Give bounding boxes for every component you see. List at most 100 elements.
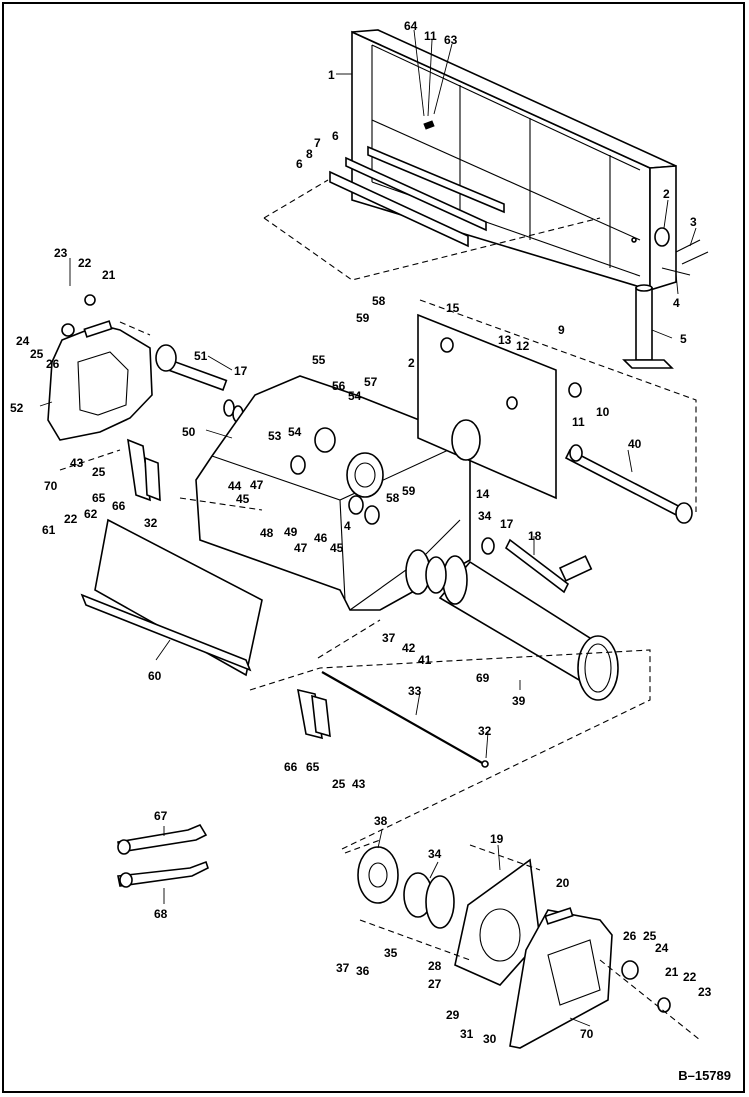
callout-47b: 47	[294, 541, 308, 555]
callout-20: 20	[556, 876, 570, 890]
left-side-panel	[47, 294, 153, 441]
callout-60: 60	[148, 669, 162, 683]
callout-25b: 25	[92, 465, 106, 479]
callout-67: 67	[154, 809, 168, 823]
cylinder-40	[564, 444, 693, 524]
callout-25c: 25	[332, 777, 346, 791]
callout-40: 40	[628, 437, 642, 451]
callout-70b: 70	[580, 1027, 594, 1041]
callout-18: 18	[528, 529, 542, 543]
callout-25: 25	[30, 347, 44, 361]
callout-9: 9	[558, 323, 565, 337]
callout-11: 11	[424, 29, 437, 43]
callout-36: 36	[356, 964, 370, 978]
callout-2b: 2	[408, 356, 415, 370]
callout-68: 68	[154, 907, 168, 921]
shaft-51	[155, 344, 244, 423]
callout-8: 8	[306, 147, 313, 161]
callout-58: 58	[372, 294, 386, 308]
callout-55: 55	[312, 353, 326, 367]
callout-45: 45	[236, 492, 250, 506]
drive-plate	[417, 313, 582, 500]
callout-70: 70	[44, 479, 58, 493]
callout-45b: 45	[330, 541, 344, 555]
callout-54b: 54	[348, 389, 362, 403]
callout-64: 64	[404, 19, 418, 33]
callout-30: 30	[483, 1032, 497, 1046]
callout-13: 13	[498, 333, 512, 347]
callout-49: 49	[284, 525, 298, 539]
assembly-dashed-lines	[59, 179, 701, 1041]
tools	[117, 823, 209, 888]
callout-66: 66	[112, 499, 126, 513]
callout-57: 57	[364, 375, 378, 389]
callout-48: 48	[260, 526, 274, 540]
motor-hub-top	[405, 537, 593, 595]
wear-strips	[329, 120, 505, 248]
callout-47: 47	[250, 478, 264, 492]
callout-22b: 22	[64, 512, 78, 526]
callout-22: 22	[78, 256, 92, 270]
callout-4b: 4	[344, 519, 351, 533]
callout-14: 14	[476, 487, 490, 501]
callout-28: 28	[428, 959, 442, 973]
callout-17a: 17	[234, 364, 248, 378]
callout-23: 23	[54, 246, 68, 260]
callout-24b: 24	[655, 941, 669, 955]
bracket-lower	[296, 688, 331, 740]
callout-54: 54	[288, 425, 302, 439]
callout-52: 52	[10, 401, 24, 415]
callout-1: 1	[328, 68, 335, 82]
callout-6a: 6	[332, 129, 339, 143]
callout-29: 29	[446, 1008, 460, 1022]
callout-50: 50	[182, 425, 196, 439]
callout-24: 24	[16, 334, 30, 348]
callout-58b: 58	[386, 491, 400, 505]
callout-46: 46	[314, 531, 328, 545]
callout-39: 39	[512, 694, 526, 708]
bracket-upper	[127, 438, 161, 502]
callout-27: 27	[428, 977, 442, 991]
bottom-assembly	[357, 846, 671, 1049]
callout-5: 5	[680, 332, 687, 346]
callout-21b: 21	[665, 965, 679, 979]
callout-41: 41	[418, 653, 432, 667]
stand-parts	[622, 227, 709, 369]
callout-43: 43	[70, 456, 84, 470]
callout-65b: 65	[306, 760, 320, 774]
callout-59b: 59	[402, 484, 416, 498]
callout-17b: 17	[500, 517, 514, 531]
callout-35: 35	[384, 946, 398, 960]
callout-62: 62	[84, 507, 98, 521]
callout-2: 2	[663, 187, 670, 201]
callout-69: 69	[476, 671, 490, 685]
callout-38: 38	[374, 814, 388, 828]
callout-26: 26	[46, 357, 60, 371]
callout-10: 10	[596, 405, 610, 419]
callout-19: 19	[490, 832, 504, 846]
callout-25d: 25	[643, 929, 657, 943]
document-id: B–15789	[678, 1068, 731, 1083]
callout-21: 21	[102, 268, 116, 282]
callout-12: 12	[516, 339, 530, 353]
callout-7: 7	[314, 136, 321, 150]
callout-23b: 23	[698, 985, 712, 999]
callout-15: 15	[446, 301, 460, 315]
callout-3: 3	[690, 215, 697, 229]
callout-56: 56	[332, 379, 346, 393]
callout-33: 33	[408, 684, 422, 698]
callout-43b: 43	[352, 777, 366, 791]
callout-34b: 34	[428, 847, 442, 861]
rod-33	[321, 671, 489, 768]
callout-11b: 11	[572, 415, 585, 429]
front-guard-60	[80, 518, 263, 677]
callout-59: 59	[356, 311, 370, 325]
callout-6b: 6	[296, 157, 303, 171]
callout-32: 32	[144, 516, 158, 530]
drum-39	[438, 555, 619, 701]
callout-51: 51	[194, 349, 208, 363]
callout-4: 4	[673, 296, 680, 310]
center-housing	[195, 375, 471, 611]
